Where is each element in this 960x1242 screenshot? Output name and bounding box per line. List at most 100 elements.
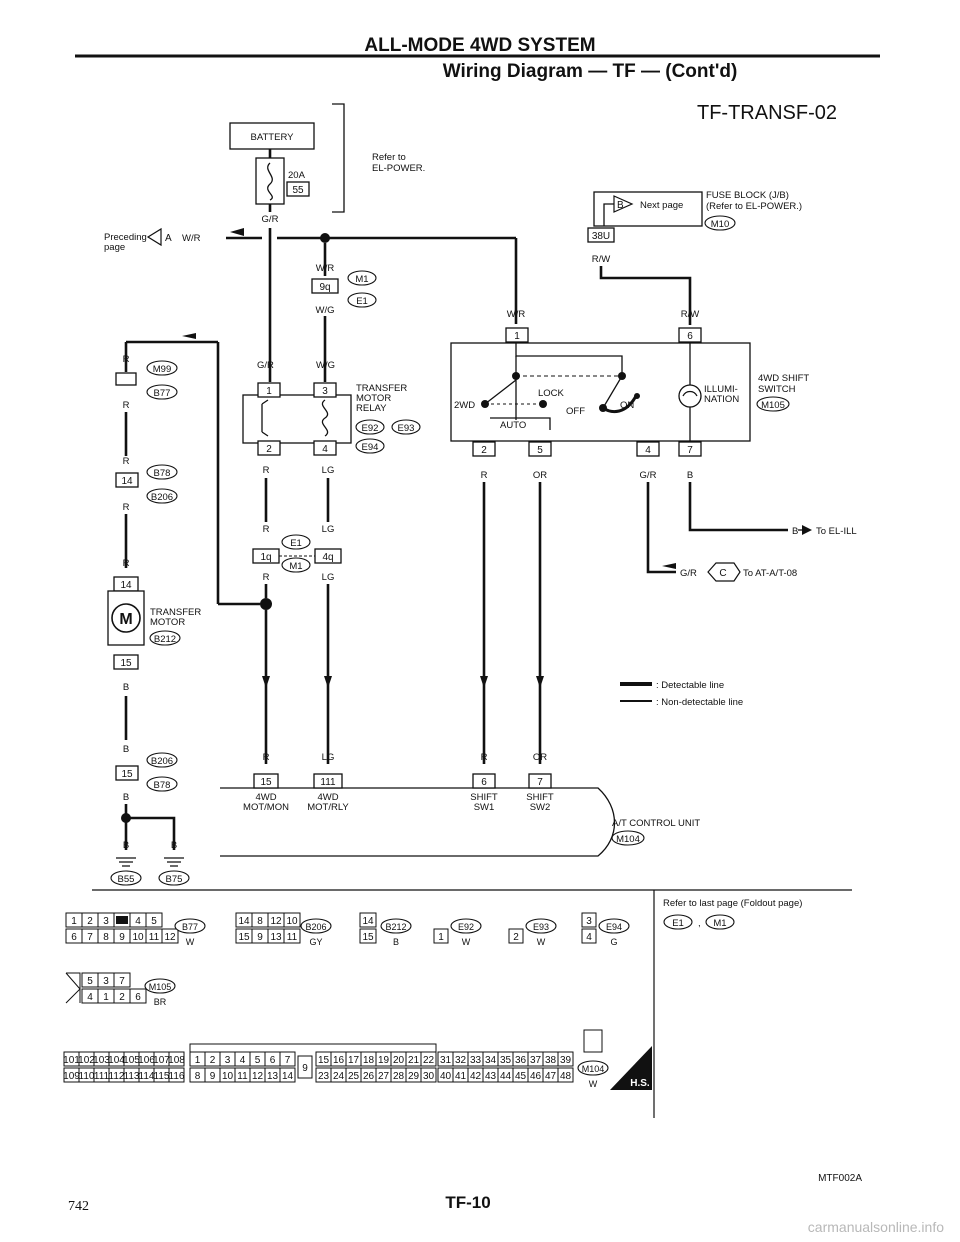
ill-wire-b: B (792, 526, 798, 537)
legend-detectable: : Detectable line (656, 680, 724, 691)
down-arrow-icon-3 (480, 676, 488, 688)
switch-label-2: SWITCH (758, 384, 796, 395)
conn-m104-pin: 5 (255, 1055, 261, 1066)
mode-auto: AUTO (500, 420, 526, 431)
conn-m104-pin: 48 (560, 1071, 572, 1082)
mode-off: OFF (566, 406, 585, 417)
legend-non-detectable: : Non-detectable line (656, 697, 743, 708)
mode-lock: LOCK (538, 388, 565, 399)
conn-b206-cell (283, 912, 301, 928)
conn-b206-pin: 10 (286, 916, 298, 927)
switch-wire-wr: W/R (507, 309, 526, 320)
left-conn-b78: B78 (154, 468, 171, 479)
conn-m104-pin: 105 (123, 1055, 140, 1066)
power-bracket (332, 103, 345, 213)
conn-m104-cell (420, 1067, 437, 1083)
left-wire-r1: R (123, 354, 130, 365)
harness-wire-r-top: R (263, 524, 270, 535)
conn-m104-pin: 20 (393, 1055, 405, 1066)
conn-m104-pin: 42 (470, 1071, 482, 1082)
conn-m104-pin: 103 (93, 1055, 110, 1066)
down-arrow-icon-4 (536, 676, 544, 688)
relay-contact-icon (261, 399, 269, 437)
conn-b77-pin: 7 (87, 932, 93, 943)
cu-pin-6: 6 (481, 777, 487, 788)
conn-m105-pin: 4 (87, 992, 93, 1003)
conn-m104-pin: 41 (455, 1071, 467, 1082)
oval-m105 (756, 396, 790, 412)
conn-m104-pin: 16 (333, 1055, 345, 1066)
cu-wire-r1: R (263, 752, 270, 763)
conn-m104-pin: 6 (270, 1055, 276, 1066)
conn-b212-color: B (393, 937, 399, 947)
switch-pin-5: 5 (537, 445, 543, 456)
cu-label-1b: MOT/MON (243, 802, 289, 813)
conn-m104-pin: 31 (440, 1055, 452, 1066)
mode-2wd: 2WD (454, 400, 475, 411)
switch-wire-b: B (687, 470, 693, 481)
conn-m104-pin: 107 (153, 1055, 170, 1066)
switch-pin2-box (472, 441, 496, 457)
cu-label-2a: 4WD (317, 792, 338, 803)
at-direction-arrow-icon (662, 563, 676, 569)
conn-m104-pin: 33 (470, 1055, 482, 1066)
splice-dot-r (260, 598, 272, 610)
refer-power-2: EL-POWER. (372, 163, 425, 174)
conn-e1-top: E1 (356, 296, 368, 307)
left-pin14-box (115, 472, 139, 488)
oval-b78-low (146, 776, 178, 792)
conn-m104-code: M104 (582, 1064, 605, 1074)
splice-dot-wr (320, 233, 330, 243)
oval-refer-e1 (663, 914, 693, 930)
left-wire-b2: B (123, 744, 129, 755)
motor-label-2: MOTOR (150, 617, 185, 628)
next-page-label: Next page (640, 200, 683, 211)
wire-wg-label: W/G (316, 305, 335, 316)
switch-arm-2wd (484, 379, 517, 405)
conn-m104-pin: 13 (267, 1071, 279, 1082)
oval-b55 (110, 870, 142, 886)
conn-b77-pin: 4 (135, 916, 141, 927)
harness-wire-lg-bottom: LG (322, 572, 335, 583)
conn-b77-pin: 1 (71, 916, 77, 927)
fuse-block-label-1: FUSE BLOCK (J/B) (706, 190, 789, 201)
relay-pin1-box (257, 382, 281, 398)
conn-b212-oval (380, 918, 412, 934)
harness-wire-lg-top: LG (322, 524, 335, 535)
conn-m104-pin: 104 (108, 1055, 125, 1066)
illumination-lamp-icon (678, 384, 702, 408)
conn-m104-pin: 111 (94, 1071, 110, 1082)
conn-m104-color: W (589, 1079, 598, 1089)
switch-pin-7: 7 (687, 445, 693, 456)
conn-e92-color: W (462, 937, 471, 947)
direction-arrow-icon (230, 228, 244, 236)
left-conn-m99: M99 (153, 364, 171, 375)
left-conn-b78-low: B78 (154, 780, 171, 791)
conn-m104-pin: 15 (318, 1055, 330, 1066)
conn-b77-cell (145, 912, 163, 928)
relay-pin-4: 4 (322, 444, 328, 455)
oval-b78 (146, 464, 178, 480)
oval-m104 (611, 830, 645, 846)
oval-m10 (704, 215, 736, 231)
conn-b77-pin: 2 (87, 916, 93, 927)
left-wire-r3: R (123, 456, 130, 467)
relay-wire-gr: G/R (257, 360, 274, 371)
harness-m1: M1 (289, 561, 302, 572)
switch-pin1-box (505, 327, 529, 343)
conn-m104-pin: 11 (237, 1071, 248, 1082)
switch-pin-1: 1 (514, 331, 520, 342)
conn-e94-code: E94 (606, 922, 622, 932)
switch-contact-on (634, 393, 640, 399)
switch-conn: M105 (761, 400, 785, 411)
conn-b77-pin: 5 (151, 916, 157, 927)
conn-m104-cell (557, 1067, 574, 1083)
pin-9q-box (311, 278, 339, 294)
oval-b212 (149, 630, 181, 646)
left-wire-b3: B (123, 792, 129, 803)
diagram-code: TF-TRANSF-02 (697, 102, 837, 124)
figure-code: MTF002A (818, 1173, 862, 1184)
left-wire-r4: R (123, 502, 130, 513)
connector-a-arrow-icon (146, 227, 162, 247)
pin-38u: 38U (592, 231, 610, 242)
